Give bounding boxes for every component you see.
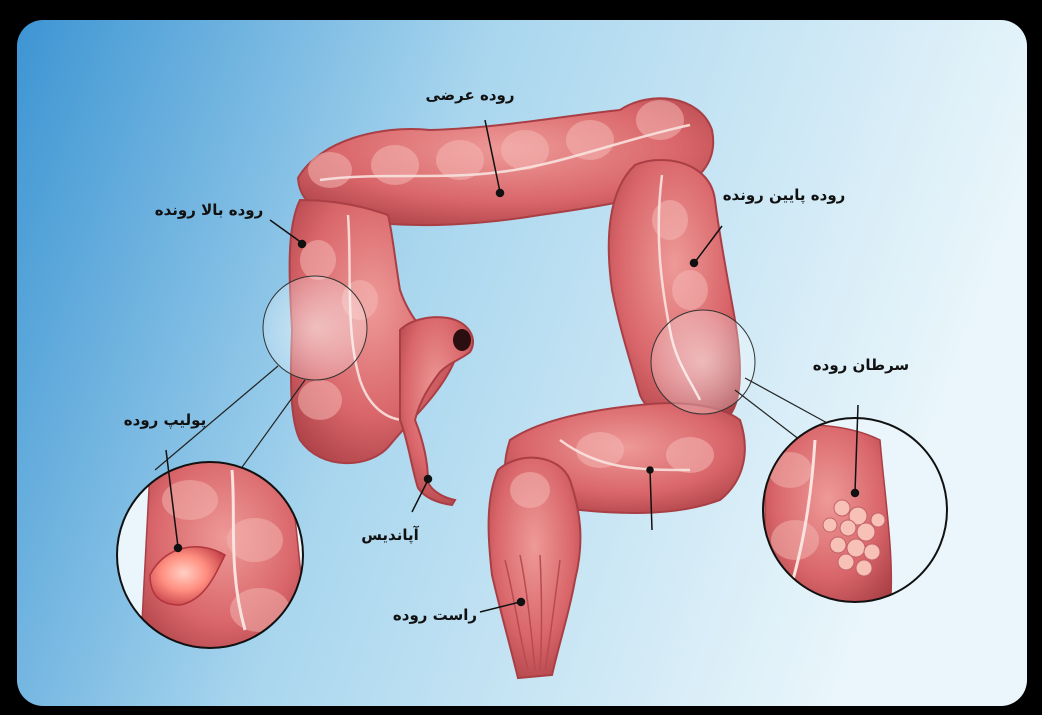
ileum-opening bbox=[453, 329, 471, 351]
label-colon-cancer: سرطان روده bbox=[813, 356, 909, 374]
label-transverse-colon: روده عرضی bbox=[426, 86, 515, 104]
leader-dot bbox=[497, 190, 504, 197]
polyp-lens bbox=[263, 276, 367, 380]
label-rectum: راست روده bbox=[393, 606, 477, 624]
label-ascending-colon: روده بالا رونده bbox=[155, 201, 264, 219]
label-descending-colon: روده پایین رونده bbox=[723, 186, 846, 205]
cancer-lens bbox=[651, 310, 755, 414]
label-polyp: پولیپ روده bbox=[124, 411, 206, 430]
label-appendix: آپاندیس bbox=[361, 526, 419, 545]
